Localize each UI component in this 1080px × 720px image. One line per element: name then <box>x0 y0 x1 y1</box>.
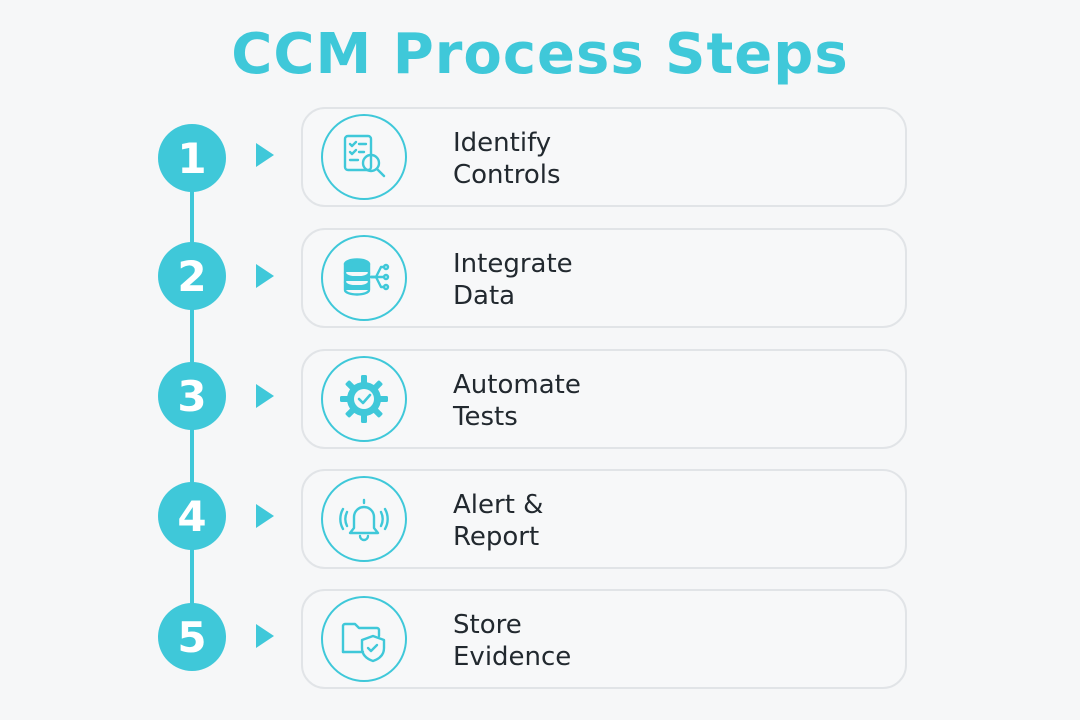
step-arrow-5 <box>256 624 274 648</box>
step-arrow-3 <box>256 384 274 408</box>
step-card-3: Automate Tests <box>301 349 907 449</box>
step-label-line1: Automate <box>453 370 581 400</box>
database-connect-icon <box>321 235 407 321</box>
step-label-line2: Controls <box>453 160 561 190</box>
step-label-line2: Report <box>453 522 540 552</box>
step-label-line2: Data <box>453 281 516 311</box>
step-number-badge-3: 3 <box>158 362 226 430</box>
step-label-line2: Tests <box>453 402 518 432</box>
step-arrow-4 <box>256 504 274 528</box>
step-label-line1: Identify <box>453 128 552 158</box>
step-label-1: Identify Controls <box>453 127 873 191</box>
step-number-badge-2: 2 <box>158 242 226 310</box>
step-label-line2: Evidence <box>453 642 572 672</box>
page-title: CCM Process Steps <box>231 22 849 87</box>
step-number-badge-5: 5 <box>158 603 226 671</box>
step-label-5: Store Evidence <box>453 609 873 673</box>
gear-check-icon <box>321 356 407 442</box>
step-card-2: Integrate Data <box>301 228 907 328</box>
step-card-5: Store Evidence <box>301 589 907 689</box>
step-number-badge-1: 1 <box>158 124 226 192</box>
folder-shield-icon <box>321 596 407 682</box>
step-label-line1: Store <box>453 610 522 640</box>
checklist-search-icon <box>321 114 407 200</box>
step-label-line1: Alert & <box>453 490 544 520</box>
step-number-badge-4: 4 <box>158 482 226 550</box>
step-card-1: Identify Controls <box>301 107 907 207</box>
step-label-2: Integrate Data <box>453 248 873 312</box>
step-label-3: Automate Tests <box>453 369 873 433</box>
step-label-line1: Integrate <box>453 249 573 279</box>
bell-alert-icon <box>321 476 407 562</box>
step-arrow-1 <box>256 143 274 167</box>
step-label-4: Alert & Report <box>453 489 873 553</box>
step-card-4: Alert & Report <box>301 469 907 569</box>
step-arrow-2 <box>256 264 274 288</box>
